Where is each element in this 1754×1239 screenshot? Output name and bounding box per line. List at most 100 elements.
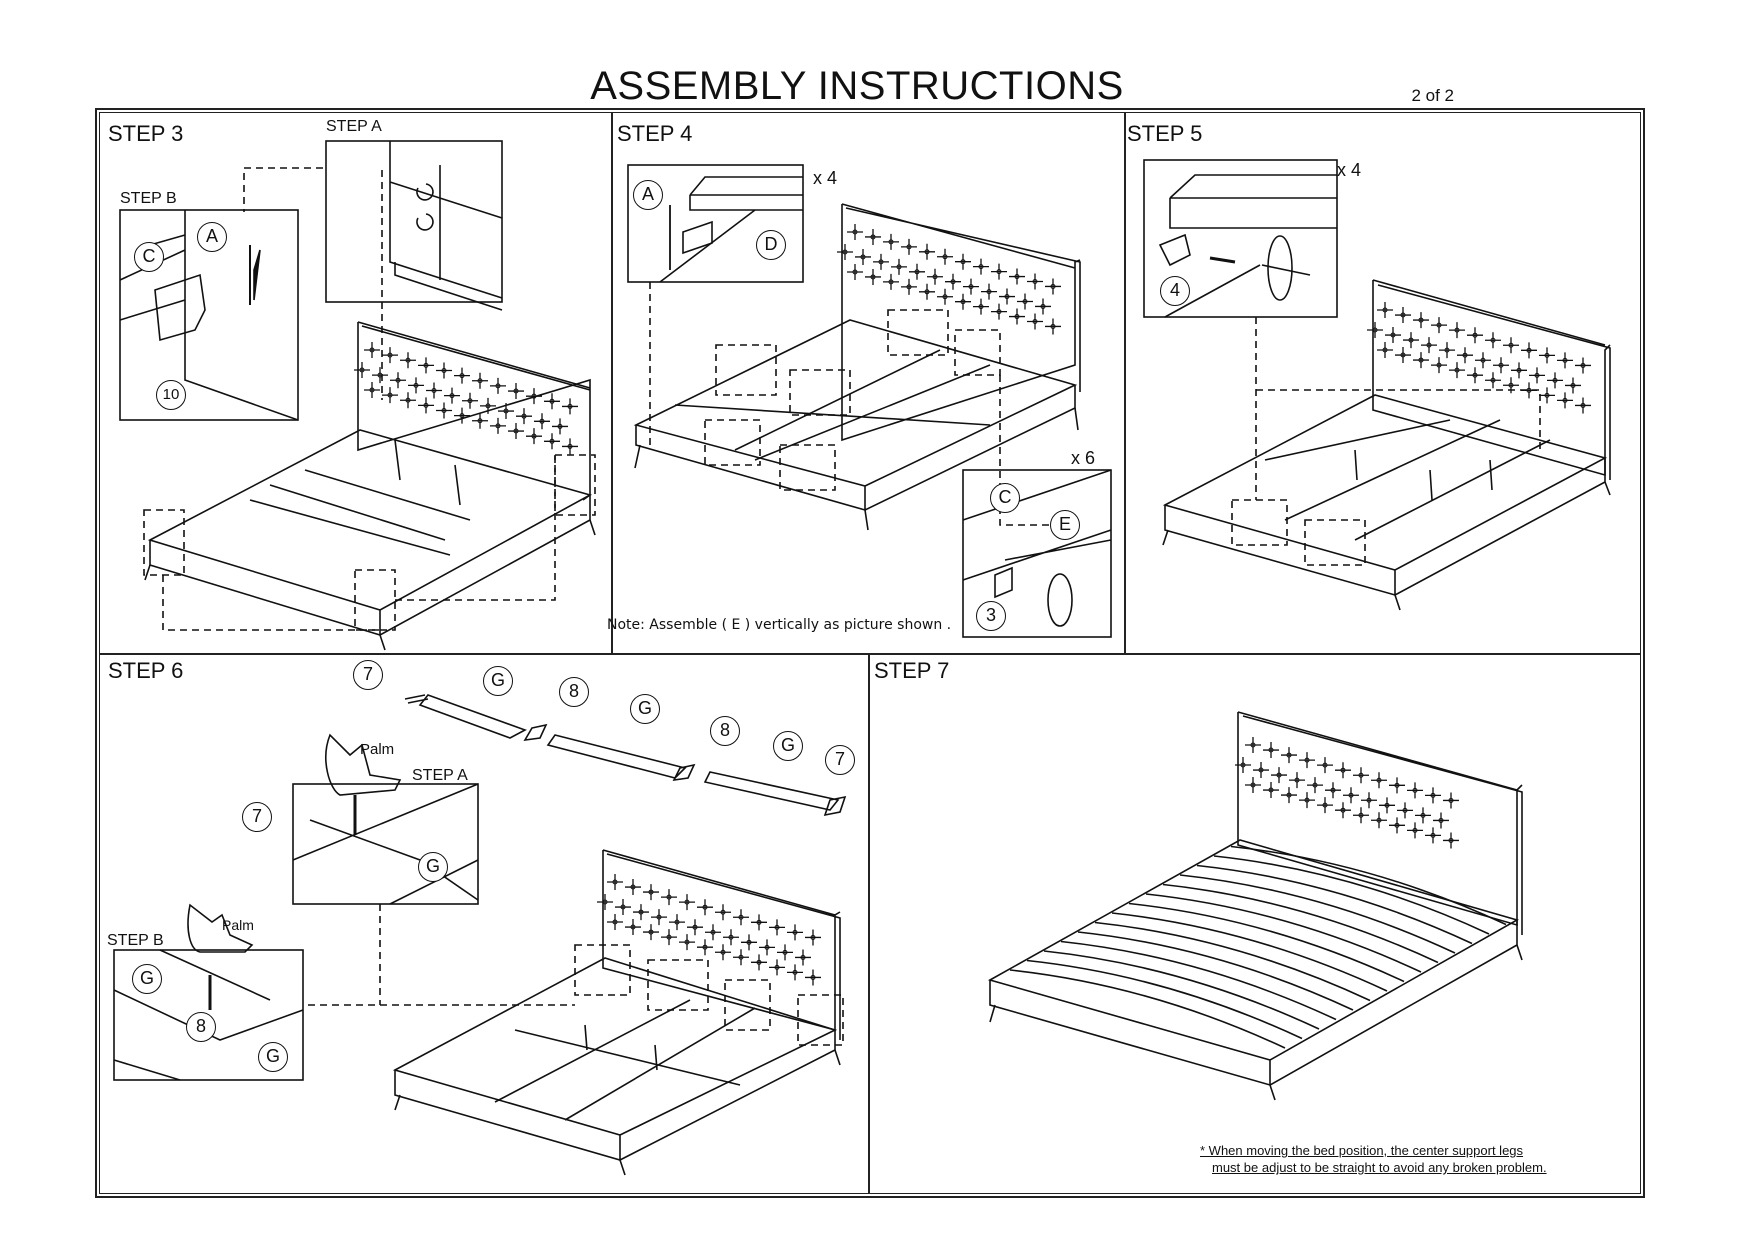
step5-inset	[1143, 159, 1338, 318]
step3-leader-a	[243, 167, 326, 212]
part-callout: 7	[825, 745, 855, 775]
tuft-mark	[936, 287, 954, 306]
tuft-mark	[1352, 806, 1370, 825]
part-callout: C	[990, 483, 1020, 513]
tuft-mark	[1442, 831, 1460, 850]
step4-note: Note: Assemble ( E ) vertically as pictu…	[607, 617, 952, 633]
tuft-mark	[1510, 361, 1528, 380]
tuft-mark	[489, 417, 507, 435]
document-title: ASSEMBLY INSTRUCTIONS	[590, 64, 1124, 108]
tuft-mark	[918, 282, 936, 301]
part-callout: 3	[976, 601, 1006, 631]
tuft-mark	[1366, 321, 1384, 339]
tuft-mark	[972, 297, 990, 316]
tuft-mark	[1316, 756, 1334, 774]
tuft-mark	[972, 257, 990, 276]
tuft-mark	[1466, 326, 1484, 345]
step4-bed	[633, 203, 1081, 531]
tuft-mark	[471, 371, 489, 390]
tuft-mark	[497, 402, 515, 420]
tuft-mark	[786, 963, 804, 982]
step6-bed	[308, 849, 844, 1176]
step5-label: STEP 5	[1127, 121, 1203, 146]
tuft-mark	[417, 396, 435, 415]
tuft-mark	[1432, 811, 1450, 830]
tuft-mark	[1008, 267, 1026, 286]
part-callout: A	[197, 222, 227, 252]
tuft-mark	[1376, 301, 1394, 319]
bed-slat	[1077, 931, 1354, 1011]
tuft-mark	[515, 407, 533, 425]
tuft-mark	[1402, 331, 1420, 349]
tuft-mark	[954, 252, 972, 271]
tuft-mark	[990, 302, 1008, 321]
tuft-mark	[872, 253, 890, 271]
tuft-mark	[882, 233, 900, 251]
tuft-mark	[836, 243, 854, 261]
tuft-mark	[1502, 376, 1520, 395]
tuft-mark	[1298, 791, 1316, 809]
tuft-mark	[1384, 326, 1402, 344]
tuft-mark	[1484, 331, 1502, 350]
tuft-mark	[722, 928, 740, 947]
col-divider-2	[1124, 112, 1126, 654]
tuft-mark	[363, 341, 381, 359]
tuft-mark	[389, 371, 407, 390]
tuft-mark	[507, 382, 525, 400]
tuft-mark	[642, 883, 660, 901]
step6-insetB	[113, 949, 304, 1081]
outer-frame	[95, 108, 1645, 1198]
tuft-mark	[980, 282, 998, 301]
step3-label: STEP 3	[108, 121, 184, 146]
tuft-mark	[489, 377, 507, 395]
tuft-mark	[624, 878, 642, 896]
part-callout: 4	[1160, 276, 1190, 306]
tuft-mark	[1438, 341, 1456, 359]
tuft-mark	[1556, 391, 1574, 410]
tuft-mark	[1044, 277, 1062, 296]
tuft-mark	[435, 401, 453, 420]
tuft-mark	[1538, 346, 1556, 365]
tuft-mark	[696, 898, 714, 917]
tuft-mark	[1262, 781, 1280, 799]
bracket-icon	[1158, 233, 1191, 267]
tuft-mark	[1430, 356, 1448, 374]
tuft-mark	[525, 387, 543, 405]
tuft-mark	[443, 386, 461, 405]
tuft-mark	[1396, 801, 1414, 820]
tuft-mark	[1406, 821, 1424, 840]
tuft-mark	[624, 918, 642, 936]
row-divider	[99, 653, 1641, 655]
tuft-mark	[1378, 796, 1396, 815]
part-callout: 7	[353, 660, 383, 690]
tuft-mark	[678, 893, 696, 911]
tuft-mark	[804, 968, 822, 987]
bed-slat	[1009, 969, 1286, 1049]
tuft-mark	[954, 292, 972, 311]
part-callout: C	[134, 242, 164, 272]
screw-icon	[1209, 256, 1236, 264]
tuft-mark	[1564, 376, 1582, 395]
warning-line-1: * When moving the bed position, the cent…	[1200, 1143, 1524, 1158]
tuft-mark	[1280, 746, 1298, 764]
tuft-mark	[1370, 811, 1388, 830]
bracket-icon	[994, 566, 1013, 599]
tuft-mark	[1442, 791, 1460, 810]
tuft-mark	[1430, 316, 1448, 334]
tuft-mark	[561, 397, 579, 416]
bed-slat	[1213, 855, 1490, 935]
tuft-mark	[1420, 336, 1438, 354]
tuft-mark	[1342, 786, 1360, 805]
tuft-mark	[1044, 317, 1062, 336]
tuft-mark	[668, 913, 686, 931]
tuft-mark	[642, 923, 660, 941]
tuft-mark	[1448, 321, 1466, 339]
tuft-mark	[561, 437, 579, 456]
tuft-mark	[543, 392, 561, 411]
step6-sub-a: STEP A	[412, 767, 468, 784]
tuft-mark	[425, 381, 443, 400]
tuft-mark	[1394, 346, 1412, 364]
tuft-mark	[525, 427, 543, 445]
tuft-mark	[962, 277, 980, 296]
tuft-mark	[1334, 761, 1352, 780]
